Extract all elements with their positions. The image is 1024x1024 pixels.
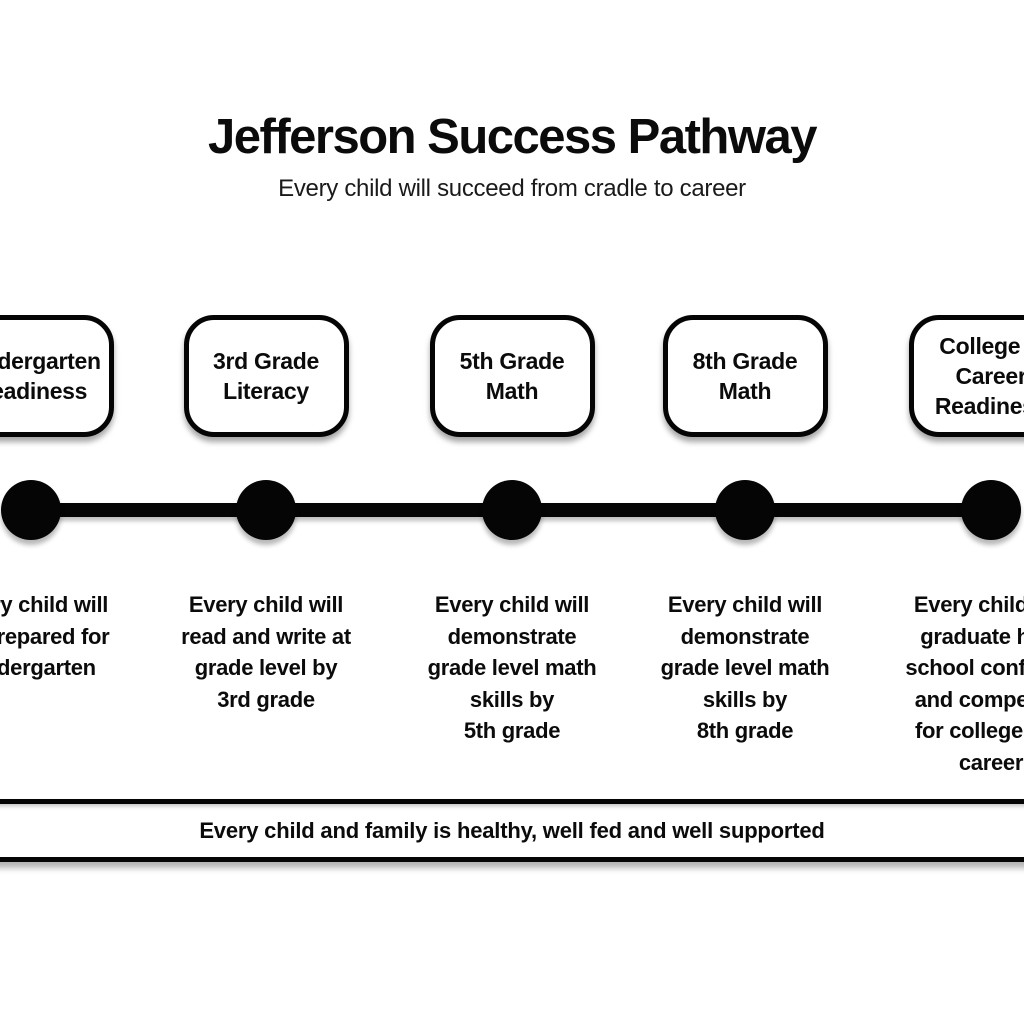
milestone-8th-grade-math: 8th Grade Math Every child will demonstr…: [625, 315, 865, 747]
milestone-5th-grade-math: 5th Grade Math Every child will demonstr…: [392, 315, 632, 747]
milestone-description: Every child will read and write at grade…: [181, 592, 351, 712]
milestone-box-label: Kindergarten Readiness: [0, 348, 101, 404]
milestone-3rd-grade-literacy: 3rd Grade Literacy Every child will read…: [146, 315, 386, 715]
milestone-box-3rd-grade-literacy: 3rd Grade Literacy: [183, 315, 349, 437]
milestone-description: Every child will demonstrate grade level…: [660, 592, 830, 743]
milestone-box-kindergarten-readiness: Kindergarten Readiness: [0, 315, 114, 437]
foundation-banner: Every child and family is healthy, well …: [0, 799, 1024, 862]
page-title: Jefferson Success Pathway: [208, 110, 817, 164]
milestone-box-label: 5th Grade Math: [459, 348, 565, 404]
milestone-box-label: 8th Grade Math: [692, 348, 798, 404]
timeline-dot-3rd-grade: [236, 480, 296, 540]
timeline-dot-kindergarten: [1, 480, 61, 540]
foundation-banner-text: Every child and family is healthy, well …: [199, 817, 825, 843]
milestone-description: Every child will graduate high school co…: [905, 592, 1024, 775]
milestone-description: Every child will demonstrate grade level…: [427, 592, 597, 743]
timeline-dot-8th-grade: [715, 480, 775, 540]
timeline-dot-college-career: [961, 480, 1021, 540]
milestone-college-career-readiness: College & Career Readiness Every child w…: [871, 315, 1024, 778]
page-subtitle: Every child will succeed from cradle to …: [278, 175, 746, 202]
milestone-box-8th-grade-math: 8th Grade Math: [662, 315, 828, 437]
milestone-box-label: College & Career Readiness: [934, 333, 1024, 419]
header: Jefferson Success Pathway Every child wi…: [0, 110, 1024, 204]
milestone-box-label: 3rd Grade Literacy: [213, 348, 319, 404]
timeline-dot-5th-grade: [482, 480, 542, 540]
milestone-box-5th-grade-math: 5th Grade Math: [429, 315, 595, 437]
milestone-kindergarten-readiness: Kindergarten Readiness Every child will …: [0, 315, 151, 684]
milestone-description: Every child will be prepared for kinderg…: [0, 592, 110, 680]
milestone-box-college-career-readiness: College & Career Readiness: [908, 315, 1024, 437]
